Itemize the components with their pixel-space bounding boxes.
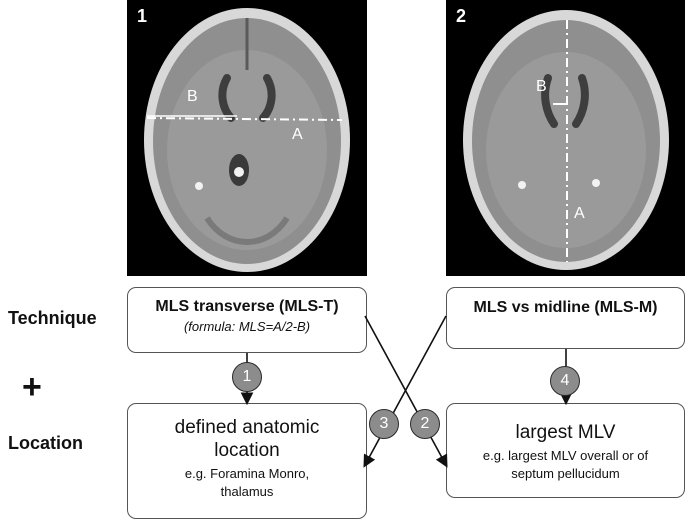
location-example-anatomic-line2: thalamus bbox=[220, 483, 274, 499]
ct-scan-panel-1: 1 B A bbox=[127, 0, 367, 276]
panel-number-2: 2 bbox=[456, 6, 467, 26]
ct-scan-panel-2: 2 B A bbox=[446, 0, 685, 276]
location-label: Location bbox=[8, 433, 83, 453]
location-example-mlv-line2: septum pellucidum bbox=[511, 465, 620, 481]
technique-label: Technique bbox=[8, 308, 97, 328]
step-badge-3: 3 bbox=[369, 409, 399, 439]
ct-brain-image-1 bbox=[144, 8, 350, 272]
label-a-panel-2: A bbox=[574, 205, 585, 222]
location-box-anatomic: defined anatomic location e.g. Foramina … bbox=[127, 403, 367, 519]
panel-number-1: 1 bbox=[137, 6, 148, 26]
technique-formula: (formula: MLS=A/2-B) bbox=[183, 319, 311, 334]
technique-box-midline: MLS vs midline (MLS-M) bbox=[446, 287, 685, 349]
location-title-mlv: largest MLV bbox=[515, 422, 616, 443]
location-example-anatomic-line1: e.g. Foramina Monro, bbox=[184, 466, 310, 482]
step-badge-2: 2 bbox=[410, 409, 440, 439]
location-example-mlv-line1: e.g. largest MLV overall or of bbox=[482, 448, 649, 464]
plus-sign: + bbox=[22, 368, 42, 406]
measurement-line-a bbox=[146, 117, 343, 121]
technique-box-transverse: MLS transverse (MLS-T) (formula: MLS=A/2… bbox=[127, 287, 367, 353]
location-box-mlv: largest MLV e.g. largest MLV overall or … bbox=[446, 403, 685, 498]
technique-title-midline: MLS vs midline (MLS-M) bbox=[473, 299, 658, 316]
arrow-3 bbox=[363, 315, 447, 468]
technique-title-transverse: MLS transverse (MLS-T) bbox=[155, 298, 339, 315]
step-badge-4: 4 bbox=[550, 366, 580, 396]
label-a-panel-1: A bbox=[292, 126, 303, 143]
location-title-anatomic-line2: location bbox=[214, 440, 280, 462]
step-badge-1: 1 bbox=[232, 362, 262, 392]
ct-brain-image-2 bbox=[463, 10, 669, 270]
label-b-panel-2: B bbox=[536, 78, 547, 95]
location-title-anatomic-line1: defined anatomic bbox=[174, 417, 320, 438]
label-b-panel-1: B bbox=[187, 88, 198, 105]
